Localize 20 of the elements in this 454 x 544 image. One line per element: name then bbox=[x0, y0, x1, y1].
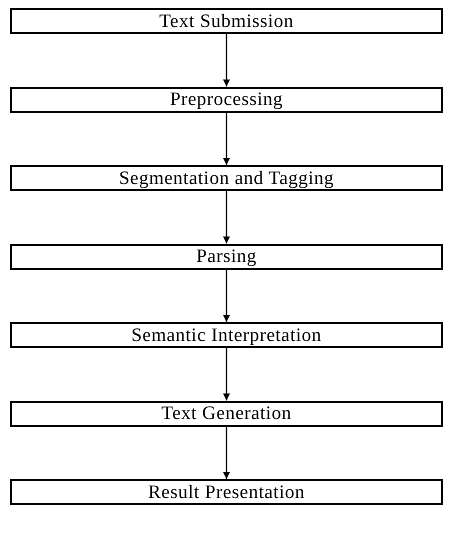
process-box bbox=[10, 244, 443, 270]
box-label: Text Submission bbox=[159, 12, 294, 30]
arrow bbox=[223, 34, 230, 86]
box-label: Parsing bbox=[196, 247, 257, 266]
arrow bbox=[223, 191, 230, 244]
box-label: Preprocessing bbox=[170, 90, 284, 109]
process-box bbox=[10, 322, 443, 348]
arrow bbox=[223, 426, 230, 479]
box-label: Semantic Interpretation bbox=[131, 326, 322, 344]
arrow bbox=[223, 270, 230, 322]
process-box bbox=[10, 86, 443, 112]
box-label: Segmentation and Tagging bbox=[118, 168, 334, 188]
arrow bbox=[223, 112, 230, 165]
arrow bbox=[223, 348, 230, 400]
box-label: Text Generation bbox=[161, 404, 292, 423]
process-box bbox=[10, 479, 443, 505]
box-label: Result Presentation bbox=[148, 482, 305, 502]
process-box bbox=[10, 8, 443, 34]
process-box bbox=[10, 165, 443, 191]
process-box bbox=[10, 400, 443, 426]
